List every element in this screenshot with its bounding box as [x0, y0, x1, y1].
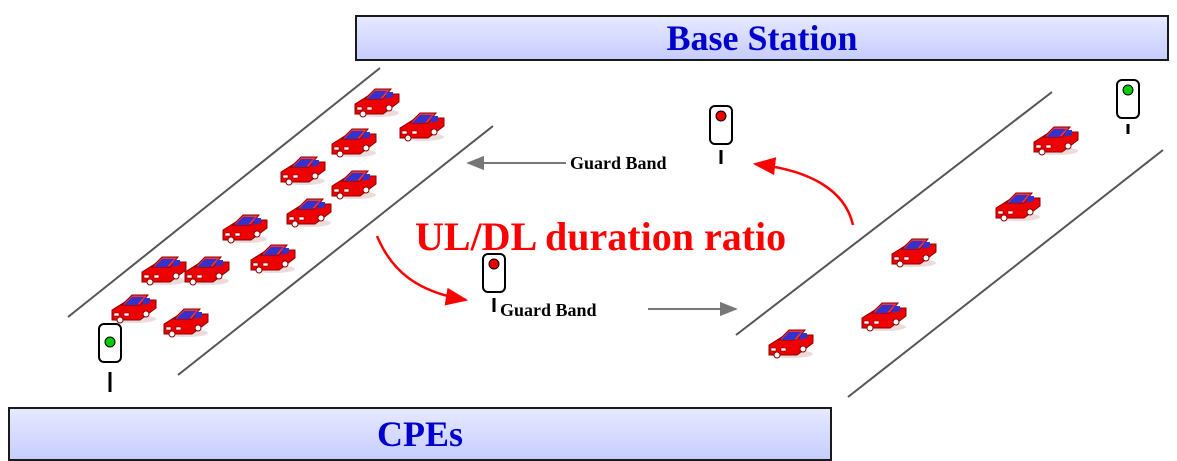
car-icon — [768, 329, 814, 359]
car-icon — [141, 256, 187, 286]
traffic-light-red-icon — [482, 253, 506, 312]
traffic-light-red-icon — [709, 105, 733, 164]
ratio-arrow-upper — [752, 157, 855, 226]
car-icon — [331, 170, 377, 200]
left-road-lower-edge — [177, 125, 494, 376]
ul-dl-ratio-label: UL/DL duration ratio — [415, 214, 786, 259]
traffic-light-green-icon — [98, 323, 122, 392]
guard-band-top-label: Guard Band — [570, 153, 667, 173]
cpes-banner: CPEs — [8, 407, 832, 461]
car-icon — [995, 192, 1041, 222]
right-road — [735, 91, 1164, 398]
base-station-banner: Base Station — [355, 15, 1169, 61]
base-station-label: Base Station — [666, 18, 858, 58]
car-icon — [354, 88, 400, 118]
car-icon — [399, 112, 445, 142]
right-road-lower-edge — [847, 149, 1164, 398]
left-road — [67, 67, 494, 376]
car-icon — [861, 302, 907, 332]
car-icon — [280, 156, 326, 186]
car-icon — [1033, 126, 1079, 156]
right-road-upper-edge — [735, 91, 1053, 336]
left-road-cars — [111, 88, 445, 338]
cpes-label: CPEs — [376, 414, 463, 454]
left-road-upper-edge — [67, 67, 381, 318]
guard-band-bottom-label: Guard Band — [500, 300, 597, 320]
ratio-arrow-lower — [375, 235, 469, 306]
car-icon — [250, 244, 296, 274]
right-road-cars — [768, 126, 1079, 359]
car-icon — [286, 198, 332, 228]
traffic-light-green-icon — [1116, 79, 1140, 134]
car-icon — [184, 256, 230, 286]
car-icon — [331, 128, 377, 158]
car-icon — [163, 308, 209, 338]
car-icon — [222, 214, 268, 244]
car-icon — [891, 238, 937, 268]
car-icon — [111, 294, 157, 324]
